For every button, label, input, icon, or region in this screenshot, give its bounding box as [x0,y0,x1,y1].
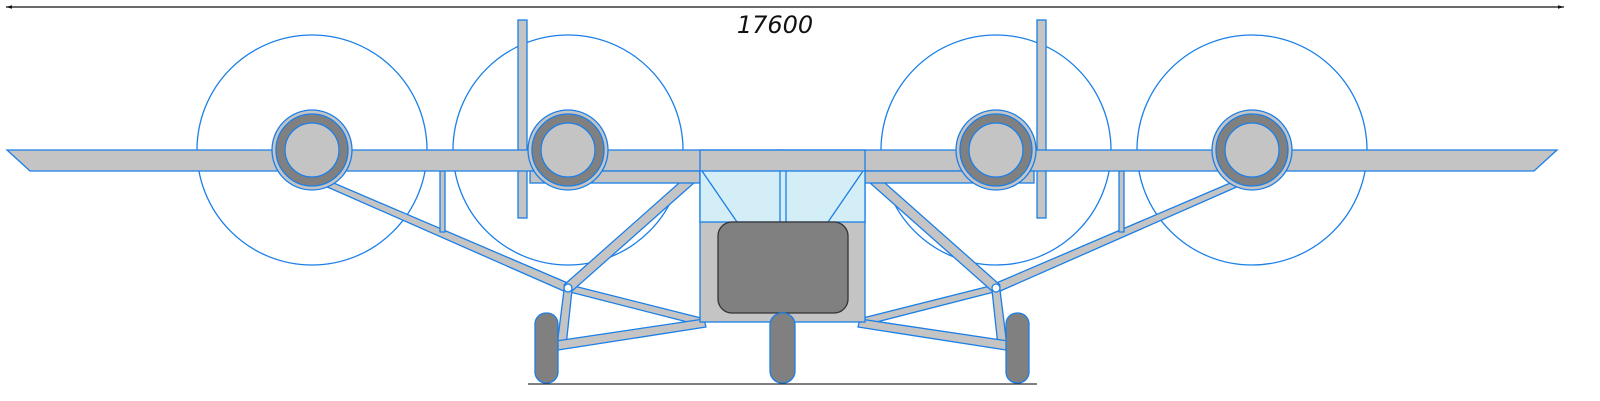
nose-wheel [769,312,796,384]
fuselage-front-panel [717,221,849,314]
cockpit-glazing [699,170,866,223]
left-half [6,19,783,384]
right-half [781,19,1558,384]
fuselage [699,149,866,323]
dimension-label: 17600 [737,11,813,39]
